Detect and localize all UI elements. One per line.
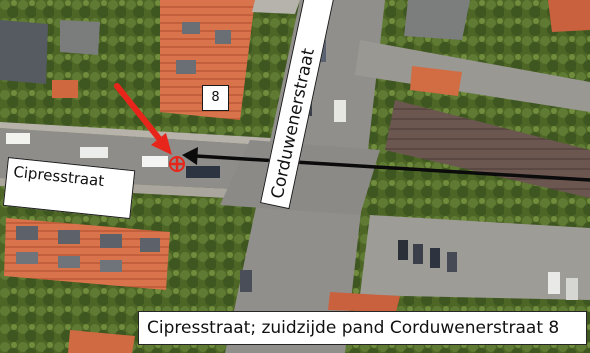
- building-s-orange: [328, 292, 400, 312]
- building-sw-row: [4, 218, 170, 290]
- rooftop-skylight-3: [176, 60, 196, 74]
- rooftop-skylights: [182, 22, 200, 34]
- parking-lot: [360, 215, 590, 300]
- red-arrow-icon: [114, 83, 172, 155]
- house-number-label: 8: [202, 85, 229, 111]
- parked-cars-lot: [398, 240, 578, 300]
- building-ne-top: [404, 0, 470, 40]
- east-road: [355, 40, 590, 112]
- building-sw-skylights: [16, 226, 160, 272]
- black-arrow-icon: [182, 147, 590, 182]
- building-orange-small: [52, 80, 78, 98]
- building-ne-row: [385, 100, 590, 198]
- building-top-strip: [252, 0, 300, 14]
- building-sw-bottom: [68, 330, 135, 353]
- building-ne-corner: [548, 0, 590, 32]
- map-caption: Cipresstraat; zuidzijde pand Corduweners…: [138, 311, 587, 345]
- building-dark-nw: [0, 20, 48, 84]
- building-ne-orange: [410, 66, 462, 96]
- cross-marker-icon: [169, 156, 185, 172]
- building-grey-nw: [60, 20, 100, 55]
- rooftop-skylight-2: [215, 30, 231, 44]
